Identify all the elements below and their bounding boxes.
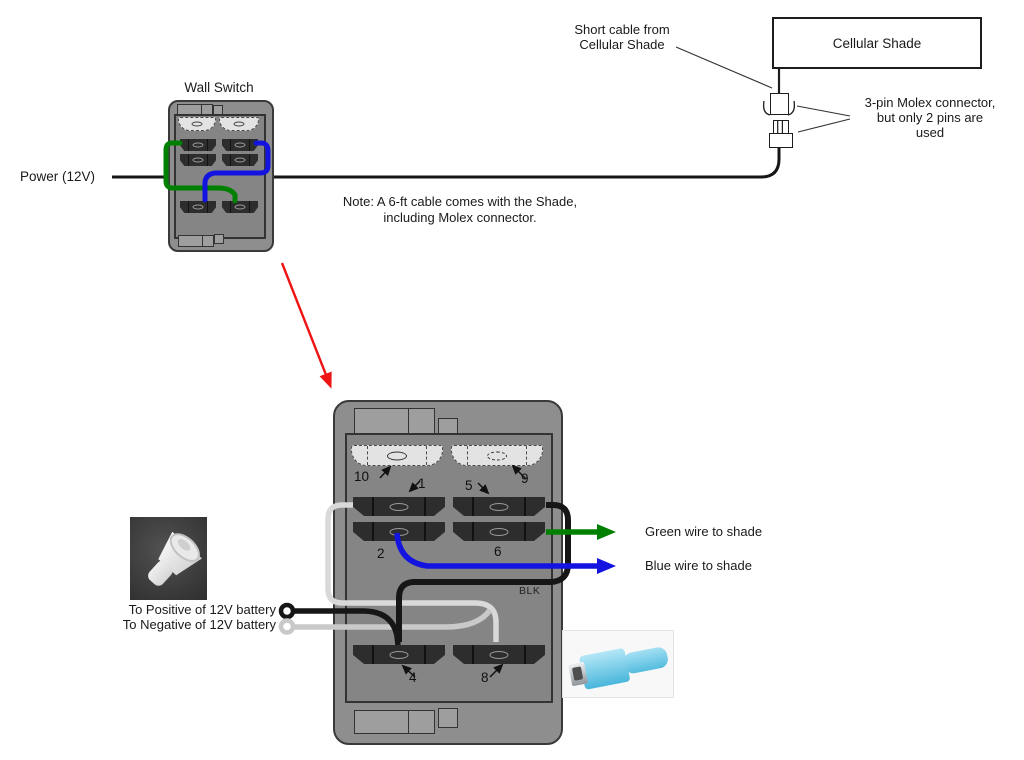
switch-terminal: [222, 154, 258, 166]
switch-terminal: [180, 139, 216, 151]
wall-switch-label: Wall Switch: [184, 80, 254, 95]
switch-tab: [354, 408, 410, 434]
cable-note-line1: Note: A 6-ft cable comes with the Shade,: [342, 194, 578, 209]
positive-battery-label: To Positive of 12V battery: [128, 602, 276, 617]
molex-note-line2: but only 2 pins are: [876, 110, 984, 125]
pin-label-4: 4: [409, 670, 417, 685]
molex-pointer-line-upper: [796, 105, 851, 117]
terminal-8: [453, 645, 545, 664]
wire-nut: [137, 525, 206, 595]
molex-receptacle: [770, 93, 789, 115]
blk-wire-label: BLK: [519, 585, 541, 597]
switch-tab: [178, 235, 204, 247]
blue-wire-label: Blue wire to shade: [645, 558, 752, 573]
switch-terminal: [180, 201, 216, 213]
battery-labels: To Positive of 12V battery To Negative o…: [86, 602, 276, 632]
rocker-contact: [451, 445, 543, 466]
molex-pointer-line-lower: [797, 118, 851, 133]
switch-tab: [408, 710, 435, 734]
switch-tab: [202, 235, 214, 247]
negative-battery-label: To Negative of 12V battery: [122, 616, 276, 632]
molex-plug-body: [769, 133, 793, 148]
pin-label-1: 1: [418, 476, 426, 491]
positive-ring-terminal: [278, 602, 296, 620]
terminal-6: [453, 522, 545, 541]
pin-label-5: 5: [465, 478, 473, 493]
terminal-1: [353, 497, 445, 516]
green-wire-label: Green wire to shade: [645, 524, 763, 539]
wire-nut-photo: [130, 517, 207, 600]
molex-note-line1: 3-pin Molex connector,: [864, 95, 996, 110]
pin-label-6: 6: [494, 544, 502, 559]
negative-ring-terminal: [278, 618, 296, 635]
molex-note-line3: used: [915, 125, 945, 140]
switch-terminal: [222, 139, 258, 151]
wall-switch-panel: [174, 114, 266, 239]
pin-label-2: 2: [377, 546, 385, 561]
short-cable-label: Short cable from Cellular Shade: [572, 22, 672, 52]
switch-tab: [438, 708, 458, 728]
switch-terminal: [180, 154, 216, 166]
rocker-contact: [219, 117, 259, 131]
short-cable-label-line1: Short cable from: [574, 22, 670, 37]
cable-note-line2: including Molex connector.: [383, 210, 537, 225]
short-cable-label-line2: Cellular Shade: [579, 37, 665, 52]
power-label: Power (12V): [20, 169, 96, 184]
switch-tab: [354, 710, 410, 734]
switch-tab: [214, 234, 224, 244]
spade-connector: [565, 631, 673, 697]
molex-note: 3-pin Molex connector, but only 2 pins a…: [849, 95, 1011, 140]
cellular-shade-box: Cellular Shade: [772, 17, 982, 69]
terminal-2: [353, 522, 445, 541]
wall-switch-body: [168, 100, 274, 252]
pin-label-10: 10: [354, 469, 370, 484]
terminal-4: [353, 645, 445, 664]
pin-label-9: 9: [521, 471, 529, 486]
switch-terminal: [222, 201, 258, 213]
switch-tab: [408, 408, 435, 434]
zoom-arrow: [280, 262, 332, 389]
short-cable-pointer-line: [675, 46, 773, 89]
spade-connector-photo: [562, 630, 674, 698]
cable-note: Note: A 6-ft cable comes with the Shade,…: [300, 194, 620, 226]
rocker-contact: [351, 445, 443, 466]
rocker-contact: [178, 117, 216, 131]
detail-switch-body: BLK: [333, 400, 563, 745]
cellular-shade-label: Cellular Shade: [832, 35, 922, 51]
terminal-5: [453, 497, 545, 516]
pin-label-8: 8: [481, 670, 489, 685]
